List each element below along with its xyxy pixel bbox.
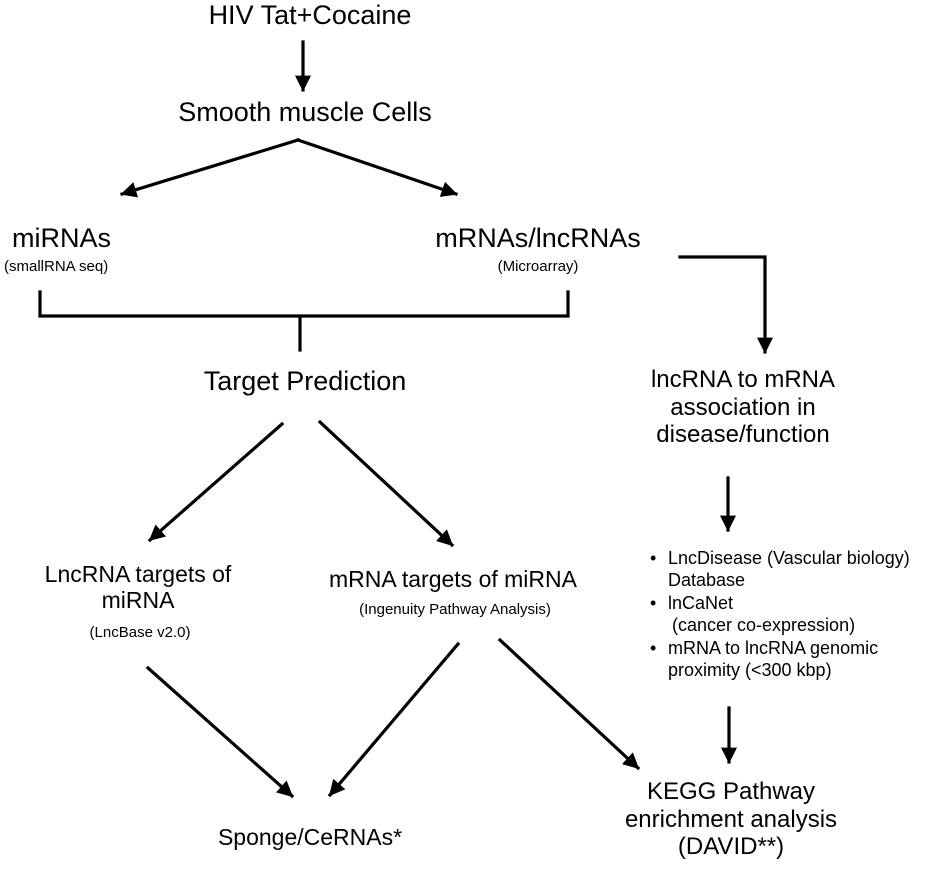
kegg-line-2: enrichment analysis — [624, 805, 838, 833]
database-item: LncDisease (Vascular biology) Database — [648, 548, 910, 591]
database-item-line-1: LncDisease (Vascular biology) — [668, 548, 910, 568]
node-lncrna-targets-method: (LncBase v2.0) — [89, 624, 191, 641]
assoc-line-2: association in — [670, 393, 816, 421]
database-item-line-2: (cancer co-expression) — [672, 614, 856, 635]
arrow-mrna-to-kegg — [497, 637, 641, 771]
arrow-smc-to-mirnas — [120, 138, 300, 198]
node-kegg-pathway: KEGG Pathway enrichment analysis (DAVID*… — [625, 778, 837, 861]
database-list: LncDisease (Vascular biology) Database l… — [648, 548, 910, 684]
database-item-line-2: proximity (<300 kbp) — [668, 659, 832, 680]
node-mrna-targets-method: (Ingenuity Pathway Analysis) — [359, 601, 551, 618]
arrow-smc-to-mrnas — [295, 137, 459, 197]
arrow-mrna-to-sponge — [327, 641, 461, 798]
lnc-line-2: miRNA — [101, 587, 175, 614]
node-target-prediction: Target Prediction — [203, 366, 407, 396]
arrow-target-to-lnc — [147, 421, 285, 543]
lnc-line-1: LncRNA targets of — [44, 561, 232, 587]
node-lncrna-mrna-association: lncRNA to mRNA association in disease/fu… — [651, 366, 835, 449]
arrow-target-to-mrna — [317, 419, 455, 548]
arrow-mrnas-to-assoc — [678, 255, 773, 354]
database-item: mRNA to lncRNA genomic proximity (<300 k… — [648, 638, 910, 681]
database-item-line-1: mRNA to lncRNA genomic — [668, 638, 879, 659]
arrow-lnc-to-sponge — [145, 665, 295, 799]
node-mrnas-lncrnas: mRNAs/lncRNAs — [435, 223, 641, 253]
assoc-line-3: disease/function — [656, 421, 830, 449]
assoc-line-1: lncRNA to mRNA — [650, 366, 836, 393]
node-lncrna-targets: LncRNA targets of miRNA — [45, 561, 232, 614]
node-mrnas-method: (Microarray) — [497, 258, 579, 275]
kegg-line-1: KEGG Pathway — [646, 778, 816, 805]
brace-to-target — [38, 290, 570, 352]
node-sponge-cernas: Sponge/CeRNAs* — [217, 824, 403, 850]
kegg-line-3: (DAVID**) — [677, 833, 785, 861]
node-mirnas-method: (smallRNA seq) — [4, 258, 109, 275]
node-mrna-targets: mRNA targets of miRNA — [329, 566, 577, 592]
database-item-line-2: Database — [668, 569, 746, 590]
database-item-line-1: lnCaNet — [668, 593, 734, 614]
database-item: lnCaNet (cancer co-expression) — [648, 593, 910, 636]
node-smooth-muscle-cells: Smooth muscle Cells — [178, 97, 432, 127]
node-mirnas: miRNAs — [12, 223, 111, 253]
node-hiv-tat-cocaine: HIV Tat+Cocaine — [208, 0, 412, 30]
